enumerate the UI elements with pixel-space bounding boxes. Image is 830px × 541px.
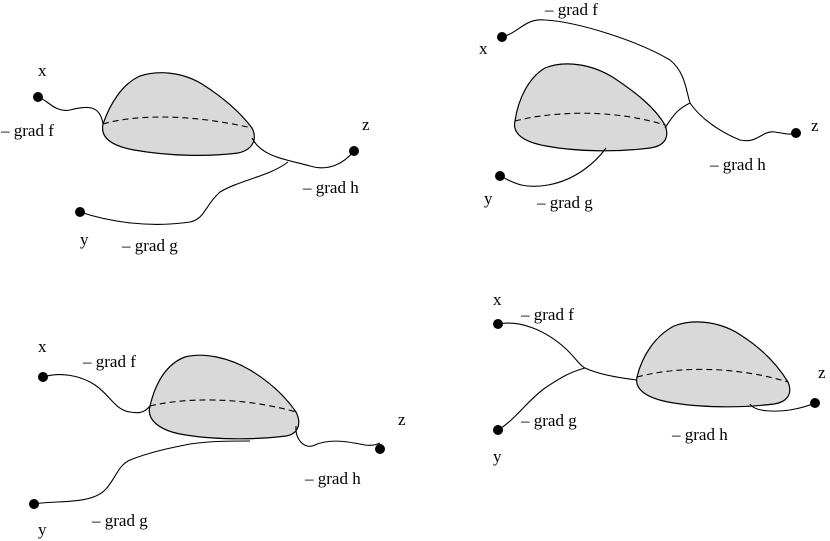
disk	[636, 321, 791, 408]
point-z-dot	[791, 128, 801, 138]
grad-f-label: – grad f	[0, 121, 54, 140]
point-y-dot	[75, 207, 85, 217]
point-x-dot	[493, 319, 503, 329]
point-z-label: z	[398, 410, 406, 429]
grad-h-label: – grad h	[671, 425, 728, 444]
grad-g-label: – grad g	[121, 236, 178, 255]
disk-boundary-hidden	[149, 399, 297, 413]
flow-line-h	[749, 402, 816, 412]
point-y-dot	[495, 171, 505, 181]
point-y-label: y	[80, 230, 89, 249]
flow-line-h	[251, 137, 355, 169]
flow-line-g	[79, 161, 289, 225]
point-x-dot	[497, 32, 507, 42]
disk-boundary-hidden	[514, 112, 666, 126]
point-x-label: x	[38, 61, 47, 80]
flow-line-f	[501, 19, 797, 142]
point-y-label: y	[38, 520, 47, 539]
panel-top-left: x z y – grad f – grad h – grad g	[0, 61, 370, 255]
grad-h-label: – grad h	[709, 155, 766, 174]
flow-line-h	[295, 425, 381, 447]
point-x-dot	[33, 92, 43, 102]
point-z-label: z	[362, 115, 370, 134]
grad-f-label: – grad f	[520, 305, 574, 324]
flow-line-g	[33, 440, 251, 505]
grad-h-label: – grad h	[304, 469, 361, 488]
flow-line-g	[499, 147, 607, 187]
grad-g-label: – grad g	[536, 193, 593, 212]
point-y-label: y	[493, 447, 502, 466]
flow-line-f	[37, 96, 104, 125]
grad-h-label: – grad h	[302, 178, 359, 197]
disk-boundary-hidden	[636, 368, 789, 383]
point-z-dot	[349, 146, 359, 156]
disk	[148, 354, 300, 440]
panel-top-right: x z y – grad f – grad h – grad g	[479, 0, 819, 212]
point-x-label: x	[493, 290, 502, 309]
panel-bottom-left: x z y – grad f – grad h – grad g	[29, 337, 406, 539]
point-y-dot	[29, 499, 39, 509]
flow-line-f	[42, 374, 151, 414]
grad-g-label: – grad g	[520, 411, 577, 430]
flow-line-to-disk	[664, 102, 691, 129]
point-z-dot	[375, 444, 385, 454]
point-z-dot	[810, 398, 820, 408]
grad-f-label: – grad f	[544, 0, 598, 19]
point-y-label: y	[484, 189, 493, 208]
point-x-dot	[38, 372, 48, 382]
grad-g-label: – grad g	[91, 511, 148, 530]
point-x-label: x	[38, 337, 47, 356]
point-y-dot	[493, 425, 503, 435]
flow-line-f	[497, 322, 638, 381]
point-z-label: z	[811, 116, 819, 135]
flow-line-g	[497, 367, 586, 431]
panel-bottom-right: x z y – grad f – grad g – grad h	[493, 290, 826, 466]
disk-boundary-hidden	[102, 116, 253, 129]
grad-f-label: – grad f	[82, 352, 136, 371]
point-z-label: z	[818, 363, 826, 382]
disk	[101, 72, 255, 156]
disk	[513, 63, 668, 152]
point-x-label: x	[479, 39, 488, 58]
